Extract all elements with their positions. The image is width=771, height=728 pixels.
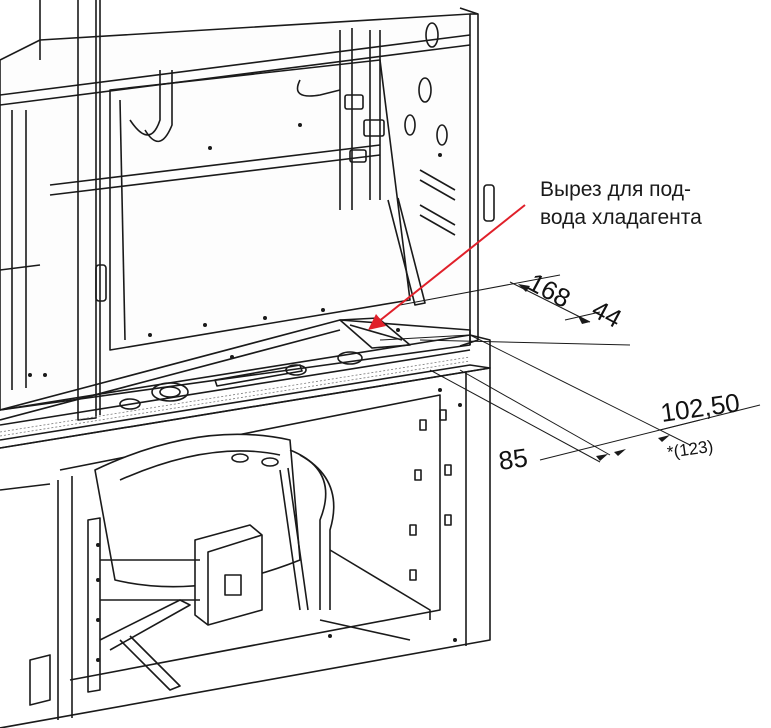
callout-label: Вырез для под- вода хладагента — [540, 176, 702, 232]
dimension-85: 85 — [497, 442, 530, 476]
beam-hatching — [0, 356, 471, 437]
dimension-123-reference: *(123) — [666, 437, 715, 462]
dimension-102-50: 102,50 — [659, 387, 742, 428]
callout-line-1: Вырез для под- — [540, 178, 692, 201]
cabinet-linework — [0, 0, 495, 728]
dimension-lines — [379, 274, 761, 463]
bolt-dots — [28, 123, 462, 662]
dimension-arrowheads — [518, 284, 670, 461]
dimension-168: 168 — [523, 267, 575, 314]
callout-arrow — [368, 204, 526, 330]
callout-line-2: вода хладагента — [540, 206, 702, 229]
dimension-44: 44 — [587, 294, 627, 334]
